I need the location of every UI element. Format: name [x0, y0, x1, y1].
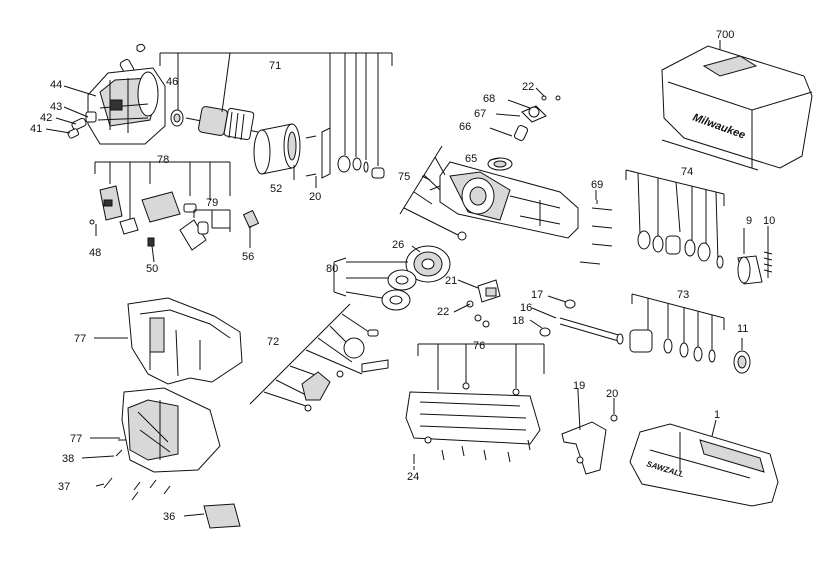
label-80: 80: [326, 263, 338, 275]
label-17: 17: [531, 289, 543, 301]
stator-52: [253, 123, 301, 175]
label-48: 48: [89, 247, 101, 259]
label-56: 56: [242, 251, 254, 263]
label-78: 78: [157, 154, 169, 166]
motor-bracket: [305, 127, 385, 179]
label-77-upper: 77: [74, 333, 86, 345]
label-75: 75: [398, 171, 410, 183]
label-19: 19: [573, 380, 585, 392]
front-cover-1: SAWZALL: [629, 419, 779, 507]
label-22-top: 22: [522, 81, 534, 93]
label-38: 38: [62, 453, 74, 465]
label-79: 79: [206, 197, 218, 209]
label-37: 37: [58, 481, 70, 493]
label-76: 76: [473, 340, 485, 352]
label-36: 36: [163, 511, 175, 523]
armature: [185, 106, 259, 141]
label-66: 66: [459, 121, 471, 133]
clamp-21: [466, 279, 501, 328]
label-26: 26: [392, 239, 404, 251]
bracket-79: [193, 209, 231, 232]
label-11: 11: [737, 323, 748, 335]
label-9: 9: [746, 215, 752, 227]
label-73: 73: [677, 289, 689, 301]
label-24: 24: [407, 471, 419, 483]
washers-80: [333, 257, 417, 311]
bracket-71: [159, 52, 393, 166]
switch-group-78: [89, 161, 260, 251]
label-71: 71: [269, 60, 281, 72]
gear-case-75: [429, 161, 579, 239]
leader-lines: [45, 85, 769, 517]
label-50: 50: [146, 263, 158, 275]
label-44: 44: [50, 79, 62, 91]
part-labels: 700 71 46 44 43 42 41 52 20 22 68 67 66 …: [30, 29, 775, 523]
label-20-top: 20: [309, 191, 321, 203]
label-69: 69: [591, 179, 603, 191]
label-1: 1: [714, 409, 720, 421]
label-16: 16: [520, 302, 532, 314]
label-18: 18: [512, 315, 524, 327]
screws-69: [579, 200, 613, 265]
bracket-72: [249, 303, 389, 412]
label-65: 65: [465, 153, 477, 165]
label-41: 41: [30, 123, 42, 135]
label-43: 43: [50, 101, 62, 113]
label-77-lower: 77: [70, 433, 82, 445]
label-52: 52: [270, 183, 282, 195]
housing-half-77b: [118, 387, 221, 473]
carry-case-700: Milwaukee: [661, 40, 813, 171]
label-22-mid: 22: [437, 306, 449, 318]
housing-half-77a: [120, 297, 243, 385]
label-74: 74: [681, 166, 693, 178]
label-21: 21: [445, 275, 457, 287]
plunger-16: [539, 299, 624, 345]
label-20-right: 20: [606, 388, 618, 400]
housing-screws: [103, 449, 171, 501]
label-72: 72: [267, 336, 279, 348]
ring-11: [733, 350, 751, 374]
bracket-74: [625, 169, 725, 269]
label-46: 46: [166, 76, 178, 88]
motor-housing-group: [67, 43, 166, 145]
screws-24: [413, 439, 531, 464]
label-68: 68: [483, 93, 495, 105]
blade-clamp-19: [561, 391, 618, 475]
label-42: 42: [40, 112, 52, 124]
nose-housing-76: [405, 343, 545, 445]
gear-26: [405, 245, 451, 283]
label-10: 10: [763, 215, 775, 227]
label-plate-36: [203, 503, 241, 529]
bearing-46: [170, 109, 184, 127]
sleeve-9: [737, 230, 773, 285]
bracket-75: [399, 145, 467, 241]
top-parts-65-68: [487, 95, 561, 171]
label-700: 700: [716, 29, 734, 41]
bracket-73: [629, 293, 725, 363]
label-67: 67: [474, 108, 486, 120]
